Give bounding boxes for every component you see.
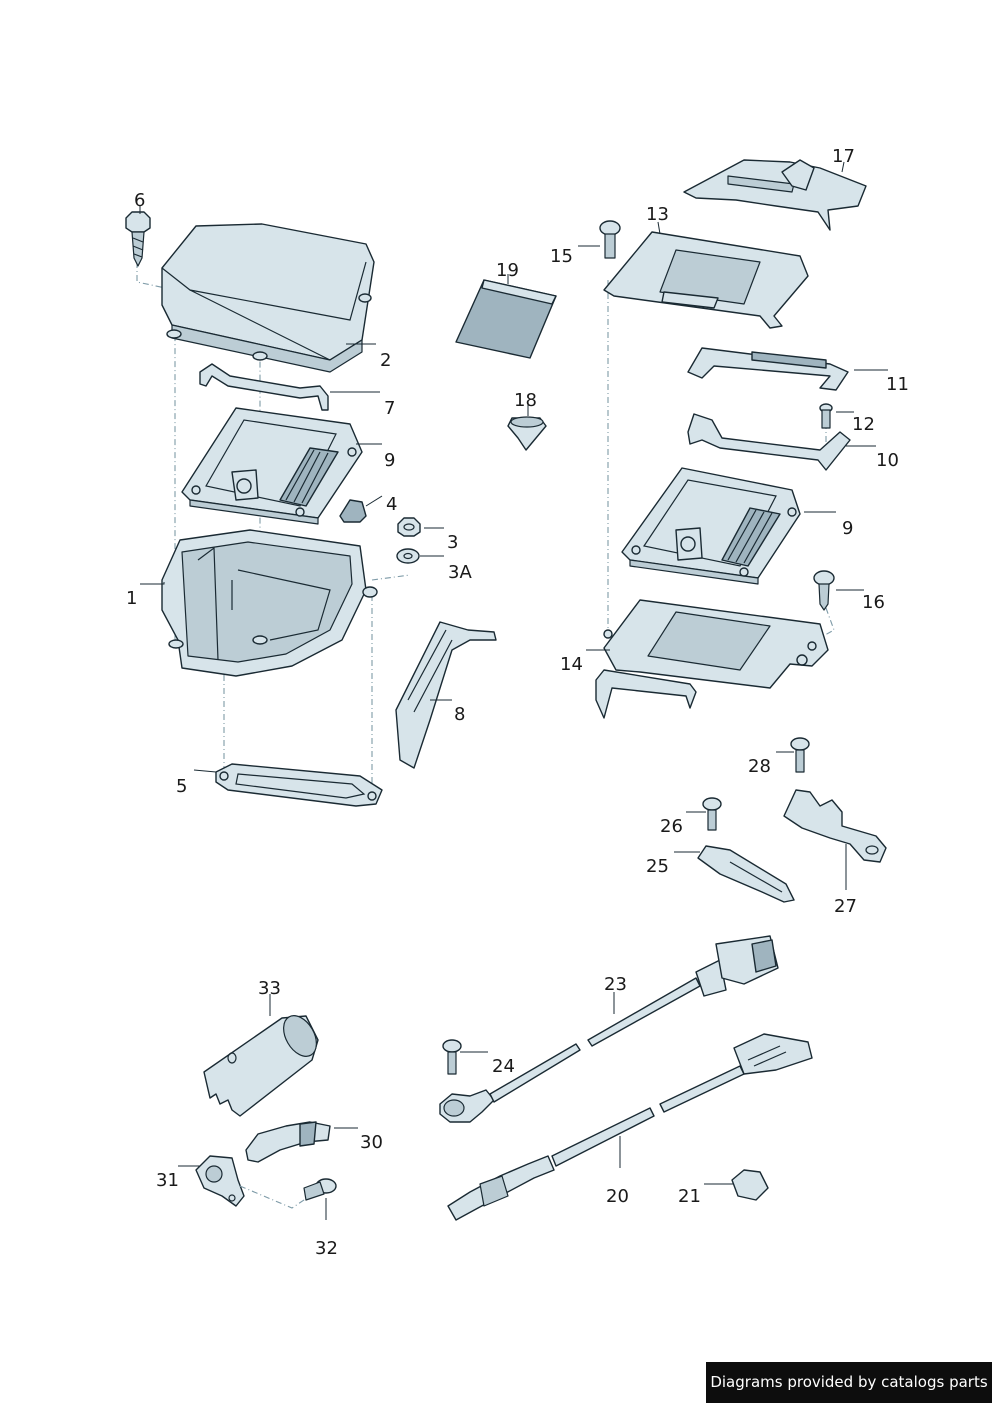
- label-3: 3: [447, 532, 458, 553]
- part-8-bracket: [395, 621, 497, 769]
- label-9-right: 9: [842, 518, 853, 539]
- part-13-bracket: [603, 231, 809, 329]
- credit-banner: Diagrams provided by catalogs parts: [706, 1362, 992, 1403]
- label-23: 23: [604, 974, 627, 995]
- label-1: 1: [126, 588, 137, 609]
- part-20-oxygen-sensor: [447, 1033, 813, 1221]
- label-27: 27: [834, 896, 857, 917]
- label-12: 12: [852, 414, 875, 435]
- label-7: 7: [384, 398, 395, 419]
- label-17: 17: [832, 146, 855, 167]
- part-24-knock-sensor: [439, 1039, 495, 1123]
- part-4-clip: [339, 499, 367, 523]
- part-17-cover: [683, 159, 867, 231]
- part-15-screw: [599, 220, 621, 259]
- part-7-bracket: [199, 363, 329, 411]
- part-3-nut: [397, 517, 421, 537]
- label-3a: 3A: [448, 562, 472, 583]
- part-14-plate: [595, 599, 829, 719]
- leader-lines: [139, 161, 888, 1220]
- label-20: 20: [606, 1186, 629, 1207]
- label-16: 16: [862, 592, 885, 613]
- part-21-clip: [731, 1169, 769, 1201]
- part-27-strap: [783, 789, 887, 863]
- label-8: 8: [454, 704, 465, 725]
- part-1-housing: [161, 529, 378, 677]
- part-12-screw: [819, 403, 833, 429]
- label-14: 14: [560, 654, 583, 675]
- part-9-control-unit-left: [181, 407, 363, 525]
- part-number-labels: 6 2 7 9 4 3 3A 1 8 5 19 18 17 13 15 11 1…: [126, 146, 909, 1259]
- part-10-bracket: [687, 413, 851, 471]
- label-4: 4: [386, 494, 397, 515]
- part-33-sleeve: [203, 1015, 319, 1117]
- label-15: 15: [550, 246, 573, 267]
- label-26: 26: [660, 816, 683, 837]
- label-11: 11: [886, 374, 909, 395]
- part-19-pad: [455, 279, 557, 359]
- part-25-strip: [697, 845, 795, 903]
- part-3a-washer: [396, 548, 420, 564]
- part-9-control-unit-right: [621, 467, 801, 585]
- label-32: 32: [315, 1238, 338, 1259]
- part-30-sensor: [245, 1121, 331, 1163]
- label-31: 31: [156, 1170, 179, 1191]
- part-26-screw: [702, 797, 722, 831]
- part-6-bolt: [125, 211, 151, 267]
- label-2: 2: [380, 350, 391, 371]
- part-2-cover: [161, 223, 375, 373]
- label-21: 21: [678, 1186, 701, 1207]
- holder-centerline: [239, 1185, 317, 1209]
- label-5: 5: [176, 776, 187, 797]
- part-16-screw: [813, 570, 835, 611]
- part-5-gasket: [215, 763, 383, 807]
- label-13: 13: [646, 204, 669, 225]
- label-33: 33: [258, 978, 281, 999]
- right-centerlines: [607, 280, 835, 641]
- part-28-screw: [790, 737, 810, 773]
- label-18: 18: [514, 390, 537, 411]
- label-30: 30: [360, 1132, 383, 1153]
- part-32-screw: [303, 1178, 337, 1201]
- label-10: 10: [876, 450, 899, 471]
- label-28: 28: [748, 756, 771, 777]
- label-19: 19: [496, 260, 519, 281]
- part-23-lead: [489, 935, 779, 1103]
- label-9-left: 9: [384, 450, 395, 471]
- part-18-grommet: [507, 416, 547, 451]
- label-25: 25: [646, 856, 669, 877]
- label-6: 6: [134, 190, 145, 211]
- part-11-bracket: [687, 347, 849, 391]
- label-24: 24: [492, 1056, 515, 1077]
- part-31-holder: [195, 1155, 245, 1207]
